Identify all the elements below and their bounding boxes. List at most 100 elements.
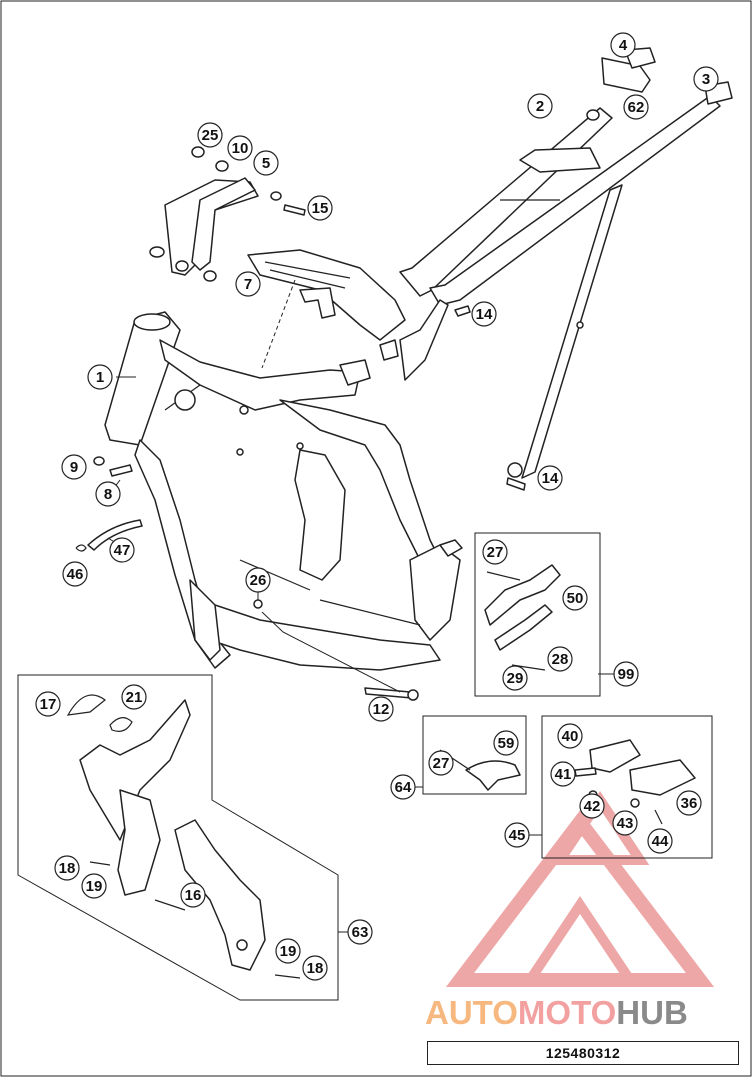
main-frame-drawing — [104, 311, 463, 671]
svg-text:2: 2 — [536, 98, 544, 115]
callout-14-upper: 14 — [471, 301, 497, 327]
svg-text:29: 29 — [507, 670, 524, 687]
callout-26: 26 — [245, 567, 271, 593]
svg-text:17: 17 — [40, 696, 57, 713]
svg-text:50: 50 — [567, 590, 584, 607]
svg-text:41: 41 — [555, 766, 572, 783]
watermark-wordmark: AUTOMOTOHUB — [425, 994, 745, 1034]
svg-text:36: 36 — [681, 795, 698, 812]
svg-text:19: 19 — [280, 943, 297, 960]
callout-44: 44 — [647, 828, 673, 854]
svg-text:14: 14 — [542, 470, 559, 487]
svg-text:46: 46 — [67, 566, 84, 583]
svg-text:14: 14 — [476, 306, 493, 323]
callout-25: 25 — [197, 122, 223, 148]
callout-41: 41 — [550, 761, 576, 787]
svg-text:18: 18 — [59, 860, 76, 877]
callout-47: 47 — [109, 537, 135, 563]
svg-text:16: 16 — [185, 887, 202, 904]
svg-text:12: 12 — [373, 701, 390, 718]
svg-text:47: 47 — [114, 542, 131, 559]
watermark-logo — [445, 790, 715, 987]
callout-3: 3 — [693, 66, 719, 92]
svg-text:18: 18 — [307, 960, 324, 977]
callout-19-right: 19 — [275, 938, 301, 964]
callout-42: 42 — [579, 793, 605, 819]
callout-59: 59 — [493, 730, 519, 756]
callout-1: 1 — [87, 364, 113, 390]
group-box-99 — [474, 532, 601, 697]
svg-text:1: 1 — [96, 369, 104, 386]
callout-27-guide-64: 27 — [428, 750, 454, 776]
callout-16: 16 — [180, 882, 206, 908]
svg-text:10: 10 — [232, 140, 249, 157]
watermark-moto: MOTO — [517, 994, 617, 1031]
small-parts-drawing — [75, 456, 419, 701]
svg-text:44: 44 — [652, 833, 669, 850]
callout-12: 12 — [368, 696, 394, 722]
group-box-63 — [17, 674, 339, 1001]
svg-text:9: 9 — [70, 459, 78, 476]
callout-40: 40 — [557, 723, 583, 749]
svg-text:43: 43 — [617, 815, 634, 832]
callout-4: 4 — [610, 32, 636, 58]
svg-text:7: 7 — [244, 276, 252, 293]
callout-5: 5 — [253, 150, 279, 176]
svg-text:42: 42 — [584, 798, 601, 815]
callout-46: 46 — [62, 561, 88, 587]
callout-45: 45 — [504, 822, 530, 848]
svg-text:59: 59 — [498, 735, 515, 752]
callout-62: 62 — [623, 94, 649, 120]
svg-text:25: 25 — [202, 127, 219, 144]
callout-8: 8 — [95, 481, 121, 507]
footrest-drawing — [574, 739, 696, 825]
seat-bracket-drawing — [247, 249, 406, 361]
chain-guide-drawing — [484, 564, 561, 671]
callout-21: 21 — [121, 684, 147, 710]
svg-text:62: 62 — [628, 99, 645, 116]
callout-27-chain-guide: 27 — [482, 539, 508, 565]
callout-18-right: 18 — [302, 955, 328, 981]
guide-64-drawing — [439, 749, 521, 791]
svg-text:4: 4 — [619, 37, 628, 54]
callout-19-left: 19 — [81, 873, 107, 899]
watermark-hub: HUB — [616, 994, 688, 1031]
svg-text:40: 40 — [562, 728, 579, 745]
group-box-64 — [422, 715, 527, 795]
callout-43: 43 — [612, 810, 638, 836]
svg-text:45: 45 — [509, 827, 526, 844]
svg-text:8: 8 — [104, 486, 112, 503]
svg-text:3: 3 — [702, 71, 710, 88]
callout-64: 64 — [390, 774, 416, 800]
subframe-drawing — [399, 47, 733, 491]
callout-29: 29 — [502, 665, 528, 691]
watermark-auto: AUTO — [425, 994, 518, 1031]
svg-text:27: 27 — [487, 544, 504, 561]
svg-text:5: 5 — [262, 155, 270, 172]
callout-28: 28 — [547, 646, 573, 672]
svg-text:27: 27 — [433, 755, 450, 772]
callout-17: 17 — [35, 691, 61, 717]
svg-text:63: 63 — [352, 924, 369, 941]
callout-14-lower: 14 — [537, 465, 563, 491]
callout-63: 63 — [347, 919, 373, 945]
group-box-45 — [541, 715, 713, 859]
reference-number: 125480312 — [427, 1041, 739, 1065]
svg-text:64: 64 — [395, 779, 412, 796]
bracket-drawing — [149, 146, 306, 282]
callout-15: 15 — [307, 195, 333, 221]
svg-text:99: 99 — [618, 666, 635, 683]
callout-50: 50 — [562, 585, 588, 611]
svg-text:21: 21 — [126, 689, 143, 706]
frame-protector-drawing — [66, 694, 301, 979]
callout-18-left: 18 — [54, 855, 80, 881]
svg-text:26: 26 — [250, 572, 267, 589]
svg-text:15: 15 — [312, 200, 329, 217]
callout-2: 2 — [527, 93, 553, 119]
svg-text:28: 28 — [552, 651, 569, 668]
callout-7: 7 — [235, 271, 261, 297]
callout-10: 10 — [227, 135, 253, 161]
